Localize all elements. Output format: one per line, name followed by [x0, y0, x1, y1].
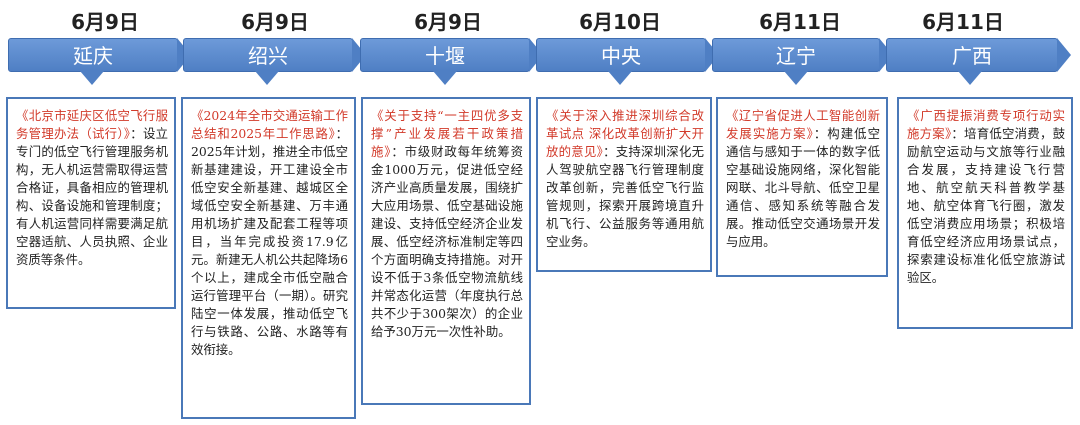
policy-box-2: 《2024年全市交通运输工作总结和2025年工作思路》：2025年计划，推进全市… [181, 97, 356, 419]
region-band-3: 十堰 [360, 38, 543, 72]
region-band-6: 广西 [886, 38, 1071, 72]
policy-box-3: 《关于支持“一主四优多支撑”产业发展若干政策措施》：市级财政每年统筹资金1000… [361, 97, 531, 405]
policy-box-5: 《辽宁省促进人工智能创新发展实施方案》：构建低空通信与感知于一体的数字低空基础设… [716, 97, 888, 277]
policy-body: ：构建低空通信与感知于一体的数字低空基础设施网络，深化智能网联、北斗导航、低空卫… [726, 126, 880, 249]
date-label-6: 6月11日 [922, 10, 1004, 34]
policy-body: ：支持深圳深化无人驾驶航空器飞行管理制度改革创新，完善低空飞行监管规则，探索开展… [546, 144, 705, 249]
policy-body: ：市级财政每年统筹资金1000万元，促进低空经济产业高质量发展，围绕扩大应用场景… [371, 144, 523, 339]
date-label-3: 6月9日 [414, 10, 482, 34]
policy-title: 《广西提振消费专项行动实施方案》 [907, 108, 1065, 141]
region-band-5: 辽宁 [712, 38, 893, 72]
pointer-2 [255, 71, 279, 85]
policy-box-6: 《广西提振消费专项行动实施方案》：培育低空消费，鼓励航空运动与文旅等行业融合发展… [897, 97, 1073, 329]
policy-body: ：2025年计划，推进全市低空新基建建设，开工建设全市低空安全新基建、越城区全域… [191, 126, 348, 357]
date-label-5: 6月11日 [759, 10, 841, 34]
date-label-1: 6月9日 [71, 10, 139, 34]
pointer-5 [784, 71, 808, 85]
pointer-4 [608, 71, 632, 85]
date-label-2: 6月9日 [241, 10, 309, 34]
pointer-1 [80, 71, 104, 85]
policy-title: 《关于支持“一主四优多支撑”产业发展若干政策措施》 [371, 108, 523, 159]
policy-title: 《2024年全市交通运输工作总结和2025年工作思路》 [191, 108, 348, 141]
policy-body: ：设立专门的低空飞行管理服务机构，无人机运营需取得运营合格证，具备相应的管理机构… [16, 126, 169, 267]
policy-box-1: 《北京市延庆区低空飞行服务管理办法（试行）》：设立专门的低空飞行管理服务机构，无… [6, 97, 176, 309]
policy-title: 《北京市延庆区低空飞行服务管理办法（试行）》 [16, 108, 168, 141]
pointer-6 [958, 71, 982, 85]
region-band-2: 绍兴 [183, 38, 366, 72]
policy-title: 《关于深入推进深圳综合改革试点 深化改革创新扩大开放的意见》 [546, 108, 704, 159]
pointer-3 [433, 71, 457, 85]
region-band-1: 延庆 [8, 38, 191, 72]
policy-box-4: 《关于深入推进深圳综合改革试点 深化改革创新扩大开放的意见》：支持深圳深化无人驾… [536, 97, 712, 272]
region-band-4: 中央 [536, 38, 719, 72]
policy-body: ：培育低空消费，鼓励航空运动与文旅等行业融合发展，支持建设飞行营地、航空航天科普… [907, 126, 1065, 285]
policy-title: 《辽宁省促进人工智能创新发展实施方案》 [726, 108, 880, 141]
date-label-4: 6月10日 [579, 10, 661, 34]
